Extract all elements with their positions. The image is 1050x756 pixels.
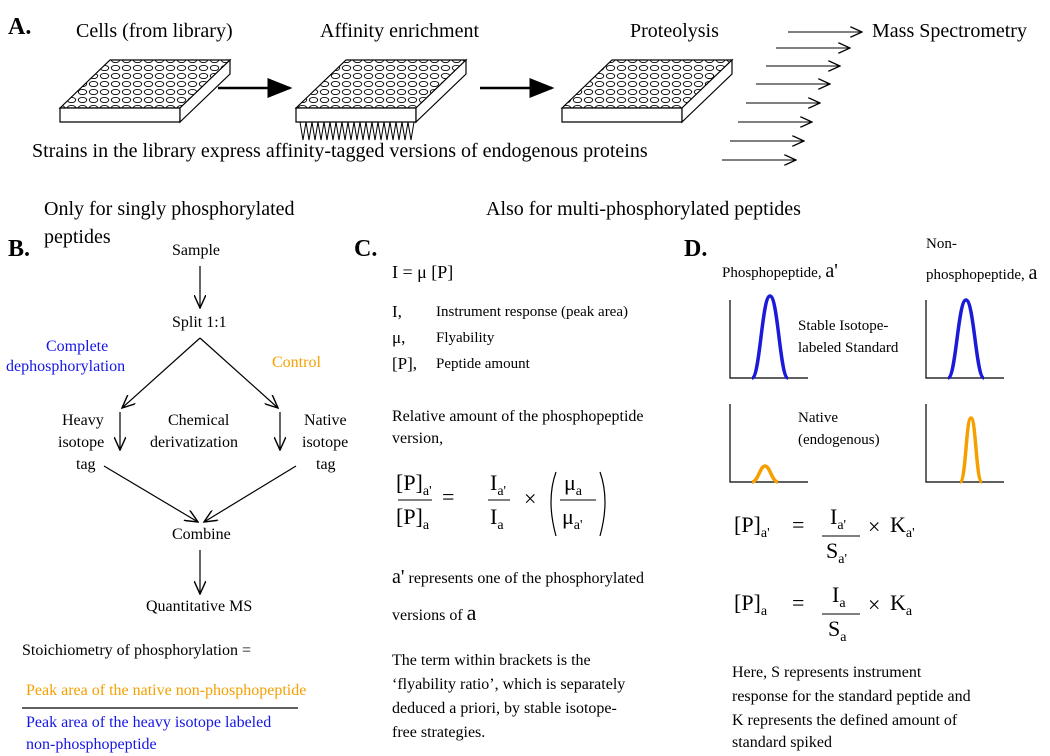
denominator-text-1: Peak area of the heavy isotope labeled <box>26 714 272 731</box>
here-note-3: K represents the defined amount of <box>732 712 958 729</box>
native-label-3: tag <box>316 456 336 473</box>
dephos-label-1: Complete <box>46 338 109 355</box>
peak-phospho-native <box>751 464 779 484</box>
panel-a-caption: Strains in the library express affinity-… <box>32 140 648 162</box>
eq-d2-p-a: [P]a <box>734 590 768 619</box>
eq-c-mu-a: μa <box>564 470 583 499</box>
here-note-4: standard spiked <box>732 734 832 751</box>
peak-nonphospho-native <box>958 416 984 484</box>
peak-axes <box>729 300 1004 483</box>
chem-label-1: Chemical <box>168 412 230 429</box>
panel-b-heading-1: Only for singly phosphorylated <box>44 198 295 220</box>
phospho-label: Phosphopeptide, a' <box>722 260 838 282</box>
def-mu-symbol: μ, <box>392 328 406 347</box>
heavy-label-3: tag <box>76 456 96 473</box>
step-proteolysis-label: Proteolysis <box>630 20 719 42</box>
peak-nonphospho-standard <box>946 298 986 380</box>
eq-d2-k: Ka <box>890 590 913 619</box>
panel-b-heading-2: peptides <box>44 226 111 248</box>
relative-text-2: version, <box>392 430 444 447</box>
control-label: Control <box>272 354 321 371</box>
eq-c-i-a: Ia <box>490 504 504 533</box>
numerator-text: Peak area of the native non-phosphopepti… <box>26 682 307 699</box>
eq-d2-i: Ia <box>832 582 846 611</box>
panel-a-letter: A. <box>8 14 32 40</box>
panel-d-letter: D. <box>684 236 708 262</box>
step-affinity-label: Affinity enrichment <box>320 20 480 42</box>
eq-d2-s: Sa <box>828 616 847 645</box>
panel-c-heading: Also for multi-phosphorylated peptides <box>486 198 801 220</box>
chem-label-2: derivatization <box>150 434 238 451</box>
native-label-1: Native <box>304 412 347 429</box>
plate-affinity <box>294 58 468 141</box>
plate-cells <box>58 58 232 124</box>
bracket-note-2: ‘flyability ratio’, which is separately <box>392 676 626 693</box>
ms-arrows <box>722 32 862 160</box>
relative-text-1: Relative amount of the phosphopeptide <box>392 408 644 425</box>
quant-ms-label: Quantitative MS <box>146 598 253 615</box>
nonphospho-label-1: Non- <box>926 236 957 252</box>
here-note-1: Here, S represents instrument <box>732 664 922 681</box>
eq-d2-equals: = <box>792 590 805 615</box>
bracket-note-1: The term within brackets is the <box>392 652 591 669</box>
peak-phospho-standard <box>750 294 790 380</box>
nonphospho-label-2: phosphopeptide, a <box>926 262 1038 284</box>
eq-d1-i: Ia' <box>830 504 847 533</box>
denominator-text-2: non-phosphopeptide <box>26 736 157 753</box>
eq-d1-p-aprime: [P]a' <box>734 512 770 541</box>
plate-proteolysis <box>560 58 734 124</box>
native-d-label-1: Native <box>798 410 838 426</box>
bracket-note-3: deduced a priori, by stable isotope- <box>392 700 617 717</box>
main-equation: I = μ [P] <box>392 262 454 282</box>
eq-c-p-a: [P]a <box>396 504 430 533</box>
here-note-2: response for the standard peptide and <box>732 688 971 705</box>
eq-d1-s: Sa' <box>826 538 847 567</box>
stoichiometry-label: Stoichiometry of phosphorylation = <box>22 642 251 659</box>
panel-b-letter: B. <box>8 236 31 262</box>
native-d-label-2: (endogenous) <box>798 432 880 448</box>
def-i-symbol: I, <box>392 302 402 321</box>
flow-arrows <box>103 266 297 594</box>
stable-label-1: Stable Isotope- <box>798 318 889 334</box>
def-p-text: Peptide amount <box>436 356 530 372</box>
eq-c-times: × <box>524 486 537 511</box>
bracket-note-4: free strategies. <box>392 724 486 741</box>
aprime-note-2: versions of a <box>392 600 477 625</box>
eq-d1-times: × <box>868 514 881 539</box>
def-mu-text: Flyability <box>436 330 495 346</box>
step-ms-label: Mass Spectrometry <box>872 20 1027 42</box>
eq-c-equals: = <box>442 484 455 509</box>
heavy-label-1: Heavy <box>62 412 104 429</box>
eq-c-i-aprime: Ia' <box>490 470 507 499</box>
dephos-label-2: dephosphorylation <box>6 358 126 375</box>
panel-c-letter: C. <box>354 236 378 262</box>
sample-label: Sample <box>172 242 220 259</box>
paren-right <box>599 471 606 537</box>
aprime-note-1: a' represents one of the phosphorylated <box>392 566 644 588</box>
eq-c-p-aprime: [P]a' <box>396 470 432 499</box>
def-p-symbol: [P], <box>392 354 418 373</box>
eq-d1-k: Ka' <box>890 512 915 541</box>
stable-label-2: labeled Standard <box>798 340 899 356</box>
eq-d1-equals: = <box>792 512 805 537</box>
split-label: Split 1:1 <box>172 314 227 331</box>
native-label-2: isotope <box>302 434 349 451</box>
heavy-label-2: isotope <box>58 434 105 451</box>
def-i-text: Instrument response (peak area) <box>436 304 628 320</box>
step-cells-label: Cells (from library) <box>76 20 233 42</box>
eq-d2-times: × <box>868 592 881 617</box>
paren-left <box>550 471 557 537</box>
eq-c-mu-aprime: μa' <box>562 504 583 533</box>
combine-label: Combine <box>172 526 231 543</box>
